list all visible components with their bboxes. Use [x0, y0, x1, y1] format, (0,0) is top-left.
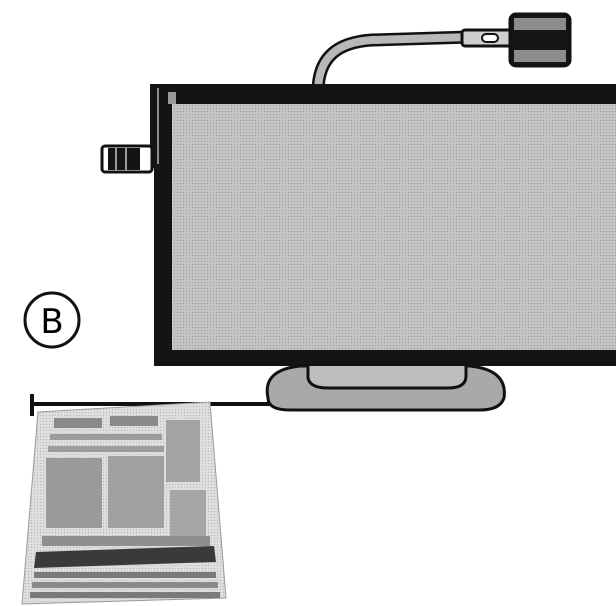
- callout-letter: B: [40, 302, 63, 342]
- gooseneck-arm-icon: [311, 28, 516, 99]
- side-camera-icon: [100, 144, 154, 174]
- camera-head-icon: [508, 12, 572, 68]
- document-icon: [21, 401, 227, 605]
- document-bar-icon: [30, 394, 270, 416]
- callout-b: B: [23, 291, 81, 349]
- monitor-icon: [150, 84, 616, 366]
- monitor-stand-icon: [265, 364, 506, 412]
